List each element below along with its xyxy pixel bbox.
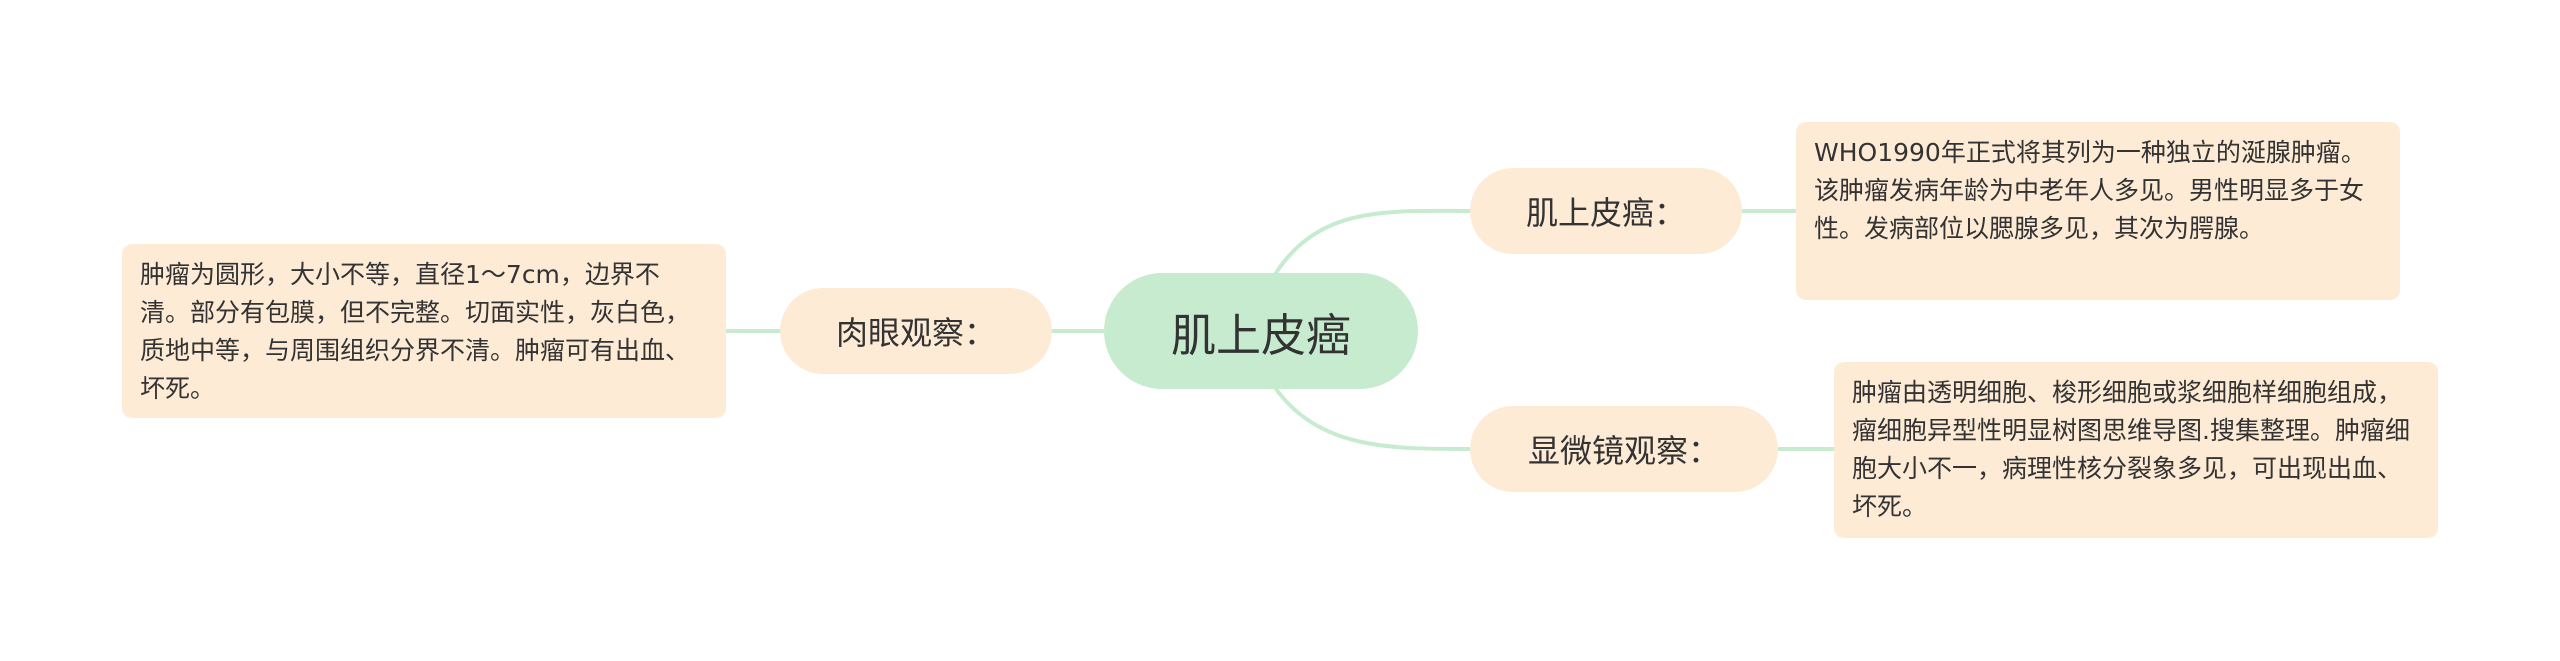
detail-node-gross-observation[interactable]: 肿瘤为圆形，大小不等，直径1～7cm，边界不清。部分有包膜，但不完整。切面实性，… bbox=[122, 244, 726, 418]
connector-root-to-micro bbox=[1274, 387, 1472, 451]
branch-node-gross-observation[interactable]: 肉眼观察： bbox=[780, 288, 1052, 374]
detail-node-overview[interactable]: WHO1990年正式将其列为一种独立的涎腺肿瘤。该肿瘤发病年龄为中老年人多见。男… bbox=[1796, 122, 2400, 300]
connector-root-to-overview bbox=[1274, 208, 1472, 275]
branch-node-overview[interactable]: 肌上皮癌： bbox=[1470, 168, 1742, 254]
branch-node-microscopic-observation[interactable]: 显微镜观察： bbox=[1470, 406, 1778, 492]
root-node[interactable]: 肌上皮癌 bbox=[1104, 273, 1418, 389]
detail-node-microscopic-observation[interactable]: 肿瘤由透明细胞、梭形细胞或浆细胞样细胞组成，瘤细胞异型性明显树图思维导图.搜集整… bbox=[1834, 362, 2438, 538]
